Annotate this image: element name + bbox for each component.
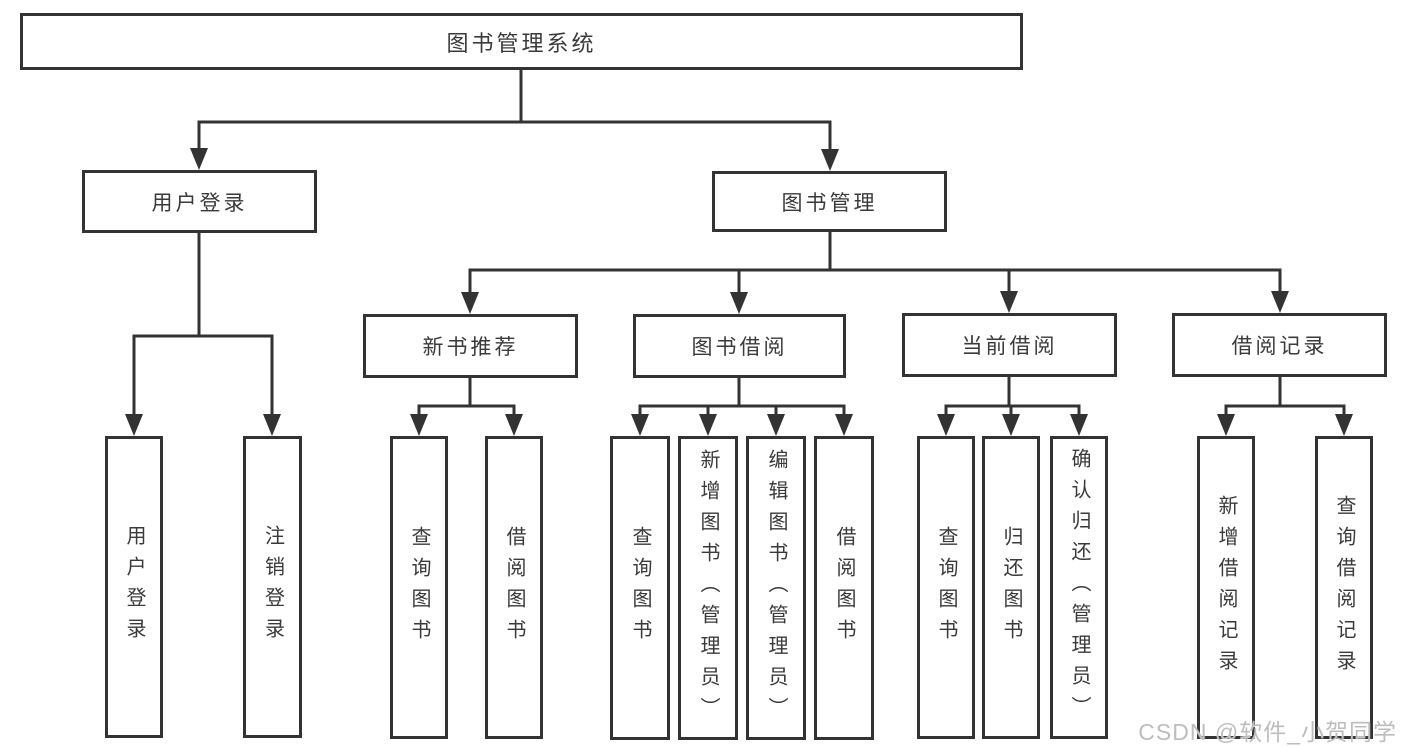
node-book-management: 图书管理 [712, 171, 947, 232]
arrowhead [1000, 291, 1018, 313]
leaf-newrec-borrow-book: 借阅图书 [485, 436, 543, 739]
leaf-borrow-query-book: 查询图书 [610, 436, 670, 740]
connector-borrowrecord-to-leaves [1224, 375, 1346, 418]
node-current-borrow: 当前借阅 [902, 313, 1117, 377]
leaf-return-book-label: 归还图书 [1000, 525, 1022, 650]
arrowhead [835, 414, 853, 436]
leaf-add-book-admin: 新增图书（管理员） [678, 436, 738, 740]
connector-newbook-to-leaves [417, 376, 516, 418]
connector-root-to-level2 [197, 68, 832, 153]
leaf-current-query-book: 查询图书 [917, 436, 975, 739]
leaf-borrow-query-book-label: 查询图书 [629, 526, 651, 650]
leaf-user-login-label: 用户登录 [123, 525, 145, 649]
node-book-borrow-label: 图书借阅 [691, 336, 788, 359]
arrowhead [1271, 291, 1289, 313]
connector-currentborrow-to-leaves [944, 375, 1081, 418]
arrowhead [730, 292, 748, 314]
arrowhead [1335, 414, 1353, 436]
leaf-current-query-book-label: 查询图书 [935, 525, 957, 650]
leaf-logout-label: 注销登录 [261, 525, 284, 649]
leaf-add-borrow-record: 新增借阅记录 [1197, 436, 1255, 739]
leaf-logout: 注销登录 [243, 436, 302, 738]
leaf-return-book: 归还图书 [982, 436, 1040, 739]
arrowhead [1217, 414, 1235, 436]
node-root-system: 图书管理系统 [20, 13, 1023, 70]
leaf-user-login: 用户登录 [105, 436, 163, 738]
node-user-login-label: 用户登录 [151, 191, 248, 215]
leaf-borrow-borrow-book: 借阅图书 [814, 436, 874, 740]
arrowhead [821, 149, 839, 171]
connector-lines [132, 68, 1346, 418]
leaf-borrow-borrow-book-label: 借阅图书 [833, 526, 855, 650]
node-user-login: 用户登录 [82, 170, 317, 233]
arrowheads [125, 148, 1353, 436]
arrowhead [190, 148, 208, 170]
node-book-management-label: 图书管理 [781, 191, 878, 215]
node-book-borrow: 图书借阅 [633, 314, 846, 378]
connector-bookborrow-to-leaves [638, 376, 846, 418]
arrowhead [263, 414, 281, 436]
node-borrow-record: 借阅记录 [1172, 313, 1387, 377]
leaf-newrec-query-book-label: 查询图书 [408, 525, 430, 650]
node-borrow-record-label: 借阅记录 [1231, 335, 1328, 358]
leaf-query-borrow-record-label: 查询借阅记录 [1333, 494, 1355, 681]
connector-userlogin-to-leaves [132, 231, 274, 418]
leaf-add-borrow-record-label: 新增借阅记录 [1215, 494, 1237, 681]
arrowhead [699, 414, 717, 436]
leaf-newrec-borrow-book-label: 借阅图书 [503, 525, 525, 650]
connector-bookmgmt-to-level3 [468, 230, 1282, 296]
leaf-query-borrow-record: 查询借阅记录 [1315, 436, 1373, 739]
arrowhead [125, 414, 143, 436]
arrowhead [631, 414, 649, 436]
node-new-book-recommend-label: 新书推荐 [422, 336, 519, 359]
leaf-edit-book-admin: 编辑图书（管理员） [746, 436, 806, 740]
arrowhead [461, 292, 479, 314]
node-new-book-recommend: 新书推荐 [363, 314, 578, 378]
arrowhead [937, 414, 955, 436]
node-root-label: 图书管理系统 [446, 30, 597, 56]
leaf-add-book-admin-label: 新增图书（管理员） [697, 448, 719, 728]
leaf-edit-book-admin-label: 编辑图书（管理员） [765, 448, 787, 728]
arrowhead [410, 414, 428, 436]
leaf-confirm-return-admin-label: 确认归还（管理员） [1068, 448, 1090, 727]
leaf-newrec-query-book: 查询图书 [390, 436, 448, 739]
arrowhead [1070, 414, 1088, 436]
csdn-watermark: CSDN @软件_小贺同学 [1138, 719, 1397, 745]
leaf-confirm-return-admin: 确认归还（管理员） [1050, 436, 1108, 739]
arrowhead [767, 414, 785, 436]
arrowhead [505, 414, 523, 436]
arrowhead [1002, 414, 1020, 436]
node-current-borrow-label: 当前借阅 [961, 335, 1058, 358]
